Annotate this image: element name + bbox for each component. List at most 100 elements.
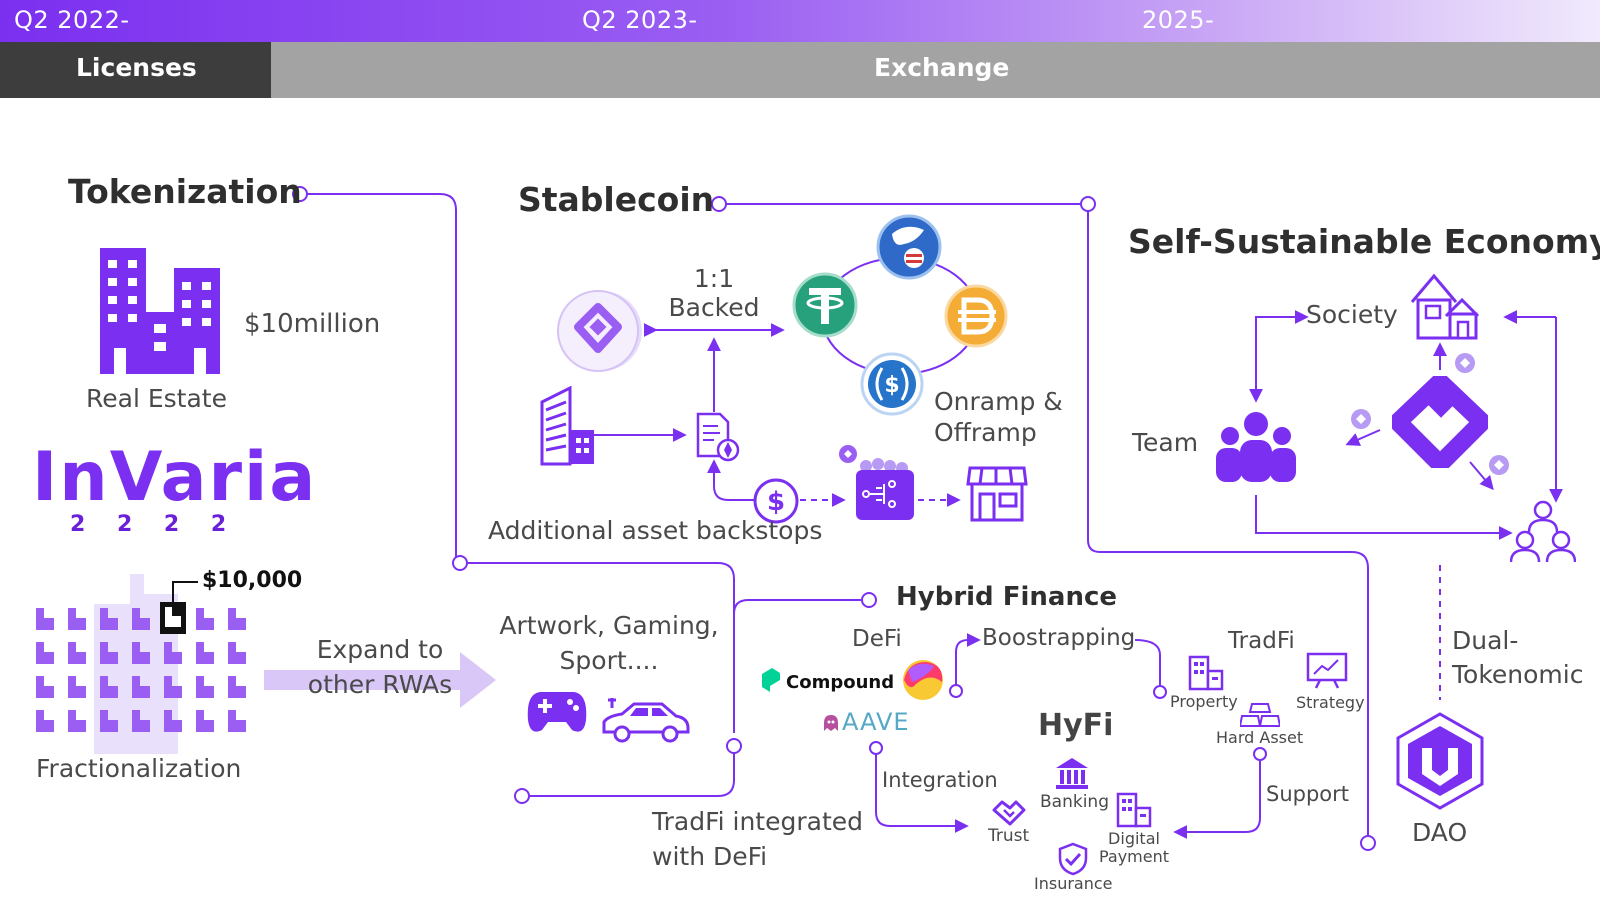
banking-label: Banking [1040, 792, 1109, 812]
tradfi-integrated-label: TradFi integrated with DeFi [652, 804, 863, 874]
dual-tokenomic-label: Dual- Tokenomic [1452, 624, 1583, 692]
gamepad-icon [527, 692, 587, 732]
phase-exchange-label: Exchange [874, 53, 1010, 82]
expand-label: Expand to other RWAs [296, 632, 464, 702]
expand-line2: other RWAs [307, 670, 453, 699]
real-estate-label: Real Estate [86, 384, 227, 413]
line-tokenization [307, 193, 457, 560]
property-label: Property [1170, 692, 1238, 711]
wallet-icon [839, 445, 914, 520]
node-tokenization-end [452, 555, 468, 571]
token-small-icon [1455, 353, 1475, 373]
node-tokenization [292, 186, 308, 202]
line-hybrid [733, 599, 861, 733]
aave-ghost-icon [824, 715, 838, 731]
car-icon [602, 698, 690, 743]
backed-line1: 1:1 [693, 264, 735, 293]
invaria-logo: InVaria [32, 438, 318, 517]
dao-icon [1396, 712, 1484, 810]
onramp-line2: Offramp [934, 418, 1037, 447]
tether-icon [792, 272, 858, 338]
team-label: Team [1132, 428, 1199, 457]
onramp-line1: Onramp & [934, 387, 1063, 416]
timeline-2025: 2025- [1142, 6, 1215, 34]
artwork-line1: Artwork, Gaming, [499, 611, 719, 640]
compound-icon [762, 668, 780, 692]
node-stablecoin [711, 196, 727, 212]
chart-board-icon [1306, 652, 1348, 689]
house-icon [1410, 273, 1480, 340]
dao-label: DAO [1412, 818, 1468, 847]
property-icon [1188, 655, 1224, 691]
defi-label: DeFi [852, 626, 902, 652]
people-icon [1510, 500, 1576, 563]
document-icon [696, 412, 740, 462]
office-building-icon [540, 386, 594, 466]
phase-licenses-label: Licenses [76, 53, 197, 82]
artwork-label: Artwork, Gaming, Sport.... [492, 608, 726, 678]
token-small-icon [1351, 409, 1371, 429]
gold-bars-icon [1240, 703, 1280, 727]
phase-exchange: Exchange [271, 42, 1600, 98]
digital-payment-icon [1116, 792, 1152, 828]
handshake-icon [992, 800, 1026, 826]
fractionalization-label: Fractionalization [36, 754, 242, 783]
bank-icon [1056, 758, 1088, 789]
token-small-icon [1489, 455, 1509, 475]
expand-line1: Expand to [316, 635, 444, 664]
society-label: Society [1306, 300, 1398, 329]
node-dao [1360, 835, 1376, 851]
aave-label: AAVE [842, 708, 910, 736]
dual-line1: Dual- [1452, 626, 1519, 655]
digital-line1: Digital [1108, 829, 1160, 848]
stablecoin-title: Stablecoin [518, 180, 715, 219]
support-label: Support [1266, 782, 1350, 806]
backed-line2: Backed [668, 293, 760, 322]
hybrid-finance-title: Hybrid Finance [896, 582, 1117, 612]
invaria-token-icon [1392, 376, 1488, 468]
backed-label: 1:1 Backed [654, 264, 774, 322]
tradfi-label: TradFi [1228, 628, 1295, 654]
onramp-label: Onramp & Offramp [934, 386, 1063, 448]
timeline-q2-2023: Q2 2023- [582, 6, 698, 34]
hyfi-title: HyFi [1038, 708, 1114, 743]
compound-label: Compound [786, 672, 895, 693]
city-icon [36, 574, 246, 754]
building-icon [100, 248, 220, 374]
svg-text:$: $ [884, 373, 899, 398]
timeline-bar: Q2 2022- Q2 2023- 2025- [0, 0, 1600, 42]
invaria-logo-year: 2 2 2 2 [70, 512, 239, 537]
node-tradfi [514, 788, 530, 804]
node-stablecoin-corner [1080, 196, 1096, 212]
svg-text:$: $ [767, 487, 785, 517]
team-icon [1216, 412, 1296, 482]
artwork-line2: Sport.... [559, 646, 659, 675]
timeline-q2-2022: Q2 2022- [14, 6, 130, 34]
dollar-icon: $ [753, 478, 799, 524]
fraction-amount: $10,000 [202, 568, 303, 593]
expand-arrow [264, 652, 496, 708]
invaria-coin-icon [557, 290, 642, 372]
trust-label: Trust [988, 826, 1030, 846]
usdc-icon: $ [860, 352, 924, 416]
dai-icon [944, 284, 1008, 348]
node-hybrid [861, 592, 877, 608]
tradfi-line2: with DeFi [652, 842, 768, 871]
digital-line2: Payment [1098, 847, 1170, 866]
phase-licenses: Licenses [0, 42, 271, 98]
hard-asset-label: Hard Asset [1216, 728, 1304, 747]
store-icon [966, 466, 1028, 522]
line-backstop-down [460, 562, 735, 733]
dual-line2: Tokenomic [1452, 660, 1584, 689]
backstops-label: Additional asset backstops [488, 516, 823, 545]
tradfi-line1: TradFi integrated [652, 807, 864, 836]
usd-coin-icon [876, 214, 942, 280]
tokenization-title: Tokenization [68, 172, 302, 211]
boostrapping-label: Boostrapping [982, 625, 1136, 651]
strategy-label: Strategy [1296, 693, 1365, 712]
digital-payment-label: Digital Payment [1096, 830, 1172, 866]
line-stablecoin [726, 203, 1369, 835]
line-to-tradfi [530, 749, 735, 797]
real-estate-amount: $10million [244, 309, 381, 339]
